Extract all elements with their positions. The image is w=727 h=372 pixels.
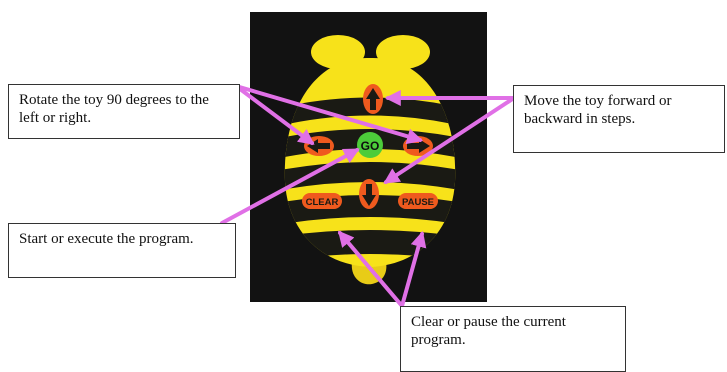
callout-move: Move the toy forward or backward in step… xyxy=(513,85,725,153)
callout-clear-pause: Clear or pause the current program. xyxy=(400,306,626,372)
go-button[interactable]: GO xyxy=(357,132,383,158)
pause-button[interactable]: PAUSE xyxy=(398,193,438,209)
callout-rotate: Rotate the toy 90 degrees to the left or… xyxy=(8,84,240,139)
go-button-label: GO xyxy=(361,139,380,153)
arrow-down-button[interactable] xyxy=(359,179,379,209)
bee-bot-toy xyxy=(270,35,470,284)
clear-button[interactable]: CLEAR xyxy=(302,193,342,209)
clear-button-label: CLEAR xyxy=(306,197,339,208)
arrow-up-button[interactable] xyxy=(363,84,383,114)
callout-start: Start or execute the program. xyxy=(8,223,236,278)
pause-button-label: PAUSE xyxy=(402,197,434,208)
